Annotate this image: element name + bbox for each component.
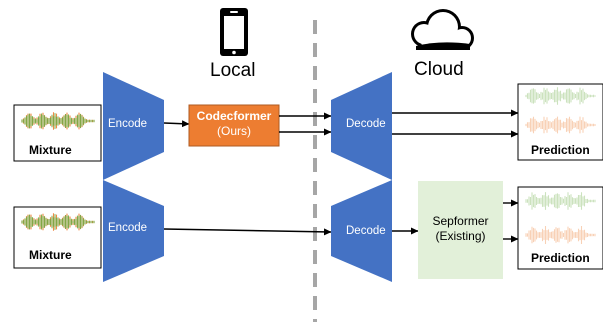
- arrow-encoder-to-decoder-bottom: [163, 228, 332, 236]
- encoder-top-label: Encode: [108, 118, 148, 130]
- mixture-label-top: Mixture: [29, 143, 72, 157]
- waveform-stroke: [525, 226, 596, 244]
- codecformer-name: Codecformer: [196, 109, 272, 123]
- sepformer-label: Sepformer (Existing): [418, 214, 503, 244]
- mixture-label-bottom: Mixture: [29, 248, 72, 262]
- waveform-stroke: [525, 116, 596, 134]
- encoder-bottom: [103, 180, 164, 282]
- waveform-prediction-green-top: [525, 87, 596, 105]
- prediction-output-top: [517, 83, 603, 161]
- waveform-stroke: [21, 214, 95, 230]
- waveform-stroke: [21, 113, 95, 129]
- decoder-bottom-label: Decode: [346, 225, 386, 237]
- waveform-prediction-green-bottom: [525, 192, 596, 210]
- mixture-input-top: [13, 104, 102, 162]
- decoder-top-label: Decode: [346, 118, 386, 130]
- decoder-top: [331, 72, 392, 180]
- sepformer-name: Sepformer: [432, 214, 489, 228]
- smartphone-icon: [220, 8, 248, 56]
- decoder-bottom: [331, 180, 392, 282]
- waveform-mixture-bottom: [21, 213, 95, 231]
- local-title: Local: [210, 60, 256, 81]
- encoder-bottom-label: Encode: [108, 222, 148, 234]
- waveform-prediction-orange-bottom: [525, 226, 596, 244]
- cloud-title: Cloud: [414, 59, 464, 80]
- arrow-encoder-to-codecformer: [163, 120, 190, 128]
- prediction-output-bottom: [517, 186, 603, 270]
- cloud-icon: [411, 9, 474, 50]
- waveform-mixture-top: [21, 112, 95, 130]
- prediction-label-top: Prediction: [531, 143, 590, 157]
- sepformer-box: [418, 181, 503, 279]
- sepformer-note: (Existing): [435, 229, 486, 243]
- waveform-stroke: [525, 87, 596, 105]
- codecformer-note: (Ours): [217, 124, 251, 138]
- prediction-label-bottom: Prediction: [531, 251, 590, 265]
- codecformer-label: Codecformer (Ours): [189, 109, 279, 139]
- mixture-input-bottom: [13, 206, 102, 269]
- encoder-top: [103, 72, 164, 180]
- waveform-stroke: [525, 192, 596, 210]
- codecformer-box: [188, 104, 280, 147]
- waveform-prediction-orange-top: [525, 116, 596, 134]
